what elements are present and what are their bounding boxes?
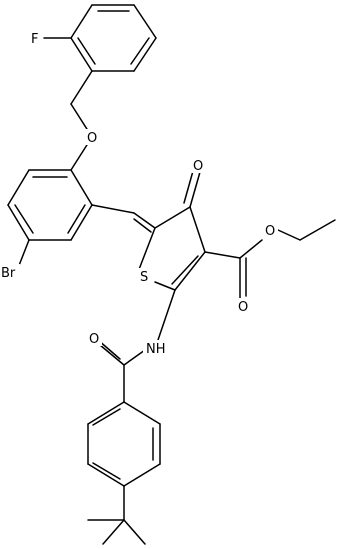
bond <box>157 289 176 341</box>
label-amide-nitrogen: NH <box>143 340 169 357</box>
bond <box>87 401 125 425</box>
bond <box>70 169 93 206</box>
bond <box>70 4 93 39</box>
bond <box>189 206 206 253</box>
atom-amide-oxygen: O <box>89 332 99 347</box>
bond <box>99 344 125 366</box>
double-bond <box>14 204 34 234</box>
tert-butylphenyl-ring <box>87 401 161 487</box>
double-bond <box>133 218 152 233</box>
atom-sulfur: S <box>140 270 148 285</box>
double-bond <box>77 37 96 65</box>
bond <box>70 70 93 105</box>
bond <box>133 212 156 229</box>
bond <box>154 206 191 229</box>
bond <box>123 463 161 487</box>
label-ester-oxygen: O <box>262 222 278 239</box>
double-bond <box>130 37 150 65</box>
atom-bromine: Br <box>1 266 16 281</box>
bond <box>133 37 157 72</box>
double-bond <box>171 255 199 285</box>
bond <box>137 227 156 273</box>
bond <box>123 519 146 545</box>
label-bromine: Br <box>0 264 20 281</box>
bond <box>239 239 263 259</box>
label-amide-oxygen: O <box>86 330 102 347</box>
double-bond <box>183 170 194 204</box>
bond <box>123 349 146 366</box>
thiophene-ring <box>137 206 206 291</box>
fluorophenyl-ring <box>70 4 157 72</box>
bond <box>70 204 93 241</box>
label-ring-sulfur: S <box>136 268 152 285</box>
atom-ester-carbonyl-oxygen: O <box>238 300 248 315</box>
label-ester-carbonyl-oxygen: O <box>235 298 251 315</box>
bond <box>277 229 301 241</box>
double-bond <box>92 408 121 426</box>
bond <box>102 519 125 545</box>
label-fluorine: F <box>28 30 42 47</box>
atom-ether-oxygen: O <box>87 131 97 146</box>
bond <box>123 401 161 425</box>
bond <box>204 251 241 259</box>
label-ether-oxygen: O <box>84 129 100 146</box>
bond <box>133 4 157 39</box>
atom-amide-nitrogen: NH <box>146 342 166 357</box>
double-bond <box>67 204 86 234</box>
label-ketone-oxygen: O <box>190 157 206 174</box>
bond <box>87 463 125 487</box>
bond <box>7 169 30 206</box>
bond <box>17 239 30 269</box>
atom-fluorine: F <box>31 32 38 47</box>
atom-ketone-oxygen: O <box>193 159 203 174</box>
bond <box>70 37 93 72</box>
bond <box>7 204 30 241</box>
bond <box>91 204 135 214</box>
atom-ester-oxygen: O <box>265 224 275 239</box>
double-bond <box>92 462 121 480</box>
bond <box>174 251 206 291</box>
bond <box>154 281 176 291</box>
bond <box>189 171 201 208</box>
bromophenyl-ring <box>7 169 93 241</box>
bond <box>299 219 336 241</box>
